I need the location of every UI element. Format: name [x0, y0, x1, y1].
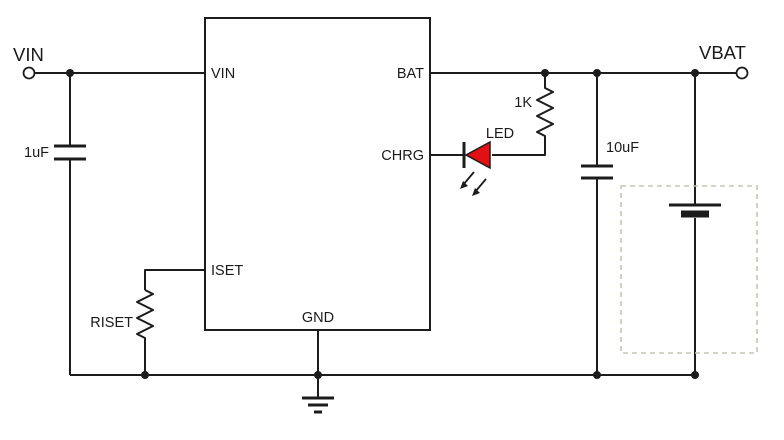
led-resistor-label: 1K [514, 95, 532, 111]
iset-resistor: RISET [90, 289, 154, 375]
led-emission-arrows-icon [460, 171, 487, 196]
junction-dot-icon [141, 371, 149, 379]
ic-pin-chrg-label: CHRG [381, 148, 424, 164]
vbat-terminal: VBAT [699, 42, 749, 80]
charger-ic: VIN ISET BAT CHRG GND [204, 17, 431, 331]
vin-terminal: VIN [13, 44, 44, 80]
junction-dots [66, 69, 699, 379]
resistor-zigzag-icon [492, 73, 554, 156]
junction-dot-icon [691, 69, 699, 77]
ic-pin-vin-label: VIN [211, 66, 235, 82]
battery [620, 185, 758, 354]
junction-dot-icon [66, 69, 74, 77]
led-triangle-icon [464, 140, 491, 170]
junction-dot-icon [593, 371, 601, 379]
output-capacitor: 10uF [581, 140, 639, 180]
led-resistor: 1K [492, 73, 554, 156]
ic-pin-iset-label: ISET [211, 263, 243, 279]
wires [35, 72, 737, 398]
battery-outline-box [620, 185, 758, 354]
iset-wire [144, 269, 205, 290]
ground-symbol-icon [302, 396, 334, 414]
junction-dot-icon [541, 69, 549, 77]
resistor-zigzag-icon [136, 289, 154, 375]
vbat-terminal-label: VBAT [699, 42, 746, 63]
iset-resistor-label: RISET [90, 315, 133, 331]
ic-body [204, 17, 431, 331]
ic-pin-gnd-label: GND [302, 310, 334, 326]
vin-terminal-label: VIN [13, 44, 44, 65]
junction-dot-icon [314, 371, 322, 379]
input-capacitor-label: 1uF [24, 145, 49, 161]
ic-pin-bat-label: BAT [397, 66, 424, 82]
led-label: LED [486, 126, 514, 142]
vin-terminal-icon [22, 66, 36, 80]
junction-dot-icon [691, 371, 699, 379]
input-capacitor: 1uF [24, 144, 86, 161]
charge-led: LED [460, 126, 514, 196]
output-capacitor-label: 10uF [606, 140, 639, 156]
vbat-terminal-icon [735, 66, 749, 80]
junction-dot-icon [593, 69, 601, 77]
